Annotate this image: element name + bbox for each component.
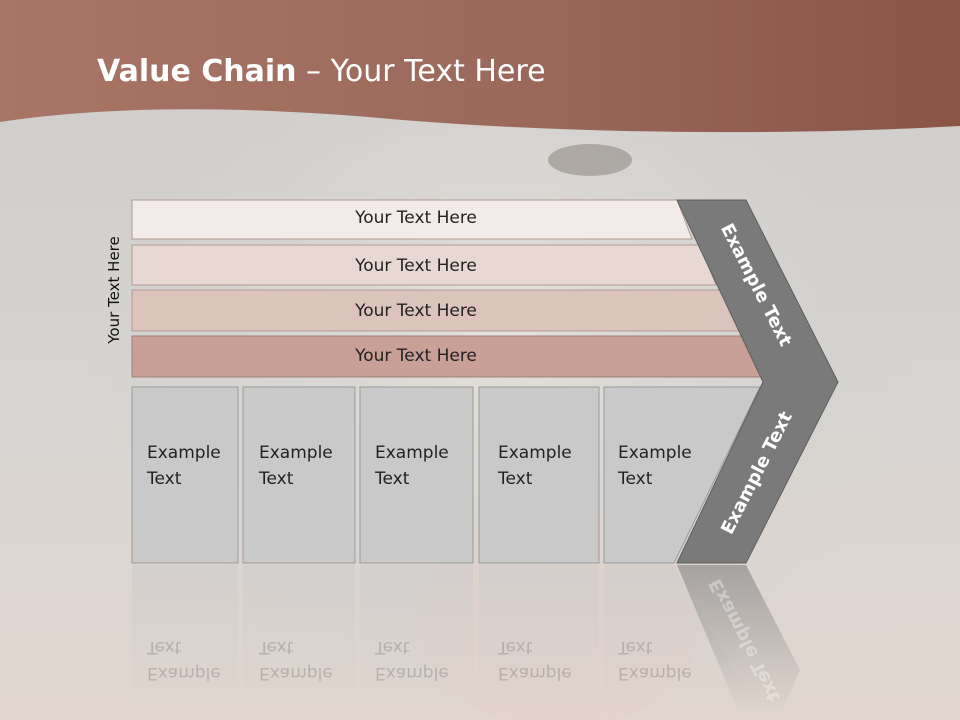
columns-layer [131, 386, 761, 715]
bar-label-1: Your Text Here [355, 208, 477, 228]
column-4-text: Example Text [498, 440, 572, 492]
column-box [242, 386, 356, 564]
side-label: Your Text Here [105, 236, 123, 344]
column-2-line2: Text [259, 469, 294, 489]
column-reflection [132, 565, 238, 715]
column-4-reflection-line2: Text [498, 637, 533, 657]
column-reflection [360, 565, 473, 715]
column-5-reflection-line2: Text [618, 637, 653, 657]
slide-title-bold: Value Chain [97, 54, 297, 89]
column-2-text: Example Text [259, 440, 333, 492]
column-box [478, 386, 600, 564]
column-1-text: Example Text [147, 440, 221, 492]
bar-label-4: Your Text Here [355, 346, 477, 366]
bars-layer [131, 199, 764, 378]
column-3-reflection-line2: Text [375, 637, 410, 657]
column-5-line2: Text [618, 469, 653, 489]
bar-shape [131, 244, 717, 286]
column-3-line1: Example [375, 443, 449, 463]
bar-label-3: Your Text Here [355, 301, 477, 321]
bar-label-2: Your Text Here [355, 256, 477, 276]
column-3-text: Example Text [375, 440, 449, 492]
column-3-line2: Text [375, 469, 410, 489]
column-1-line2: Text [147, 469, 182, 489]
column-2-line1: Example [259, 443, 333, 463]
column-1-reflection-line1: Example [147, 663, 221, 683]
column-reflection [479, 565, 599, 715]
column-1-reflection-line2: Text [147, 637, 182, 657]
chevron-arrow [676, 199, 839, 564]
column-2-reflection-text: Example Text [259, 634, 333, 686]
column-2-reflection-line1: Example [259, 663, 333, 683]
header-band [0, 0, 960, 133]
chevron-reflection [677, 565, 800, 715]
column-reflection [604, 565, 760, 715]
column-4-line1: Example [498, 443, 572, 463]
column-5-reflection-text: Example Text [618, 634, 692, 686]
column-4-reflection-text: Example Text [498, 634, 572, 686]
column-1-reflection-text: Example Text [147, 634, 221, 686]
column-3-reflection-text: Example Text [375, 634, 449, 686]
column-4-reflection-line1: Example [498, 663, 572, 683]
column-5-reflection-line1: Example [618, 663, 692, 683]
column-4-line2: Text [498, 469, 533, 489]
column-5-line1: Example [618, 443, 692, 463]
column-1-line1: Example [147, 443, 221, 463]
column-box-last [603, 386, 761, 564]
background-eye [548, 144, 632, 176]
column-reflection [243, 565, 355, 715]
column-2-reflection-line2: Text [259, 637, 294, 657]
slide-title: Value Chain – Your Text Here [97, 54, 546, 89]
column-5-text: Example Text [618, 440, 692, 492]
column-box [131, 386, 239, 564]
column-box [359, 386, 474, 564]
column-3-reflection-line1: Example [375, 663, 449, 683]
slide-title-rest: – Your Text Here [296, 54, 546, 89]
bar-shape [131, 199, 693, 240]
